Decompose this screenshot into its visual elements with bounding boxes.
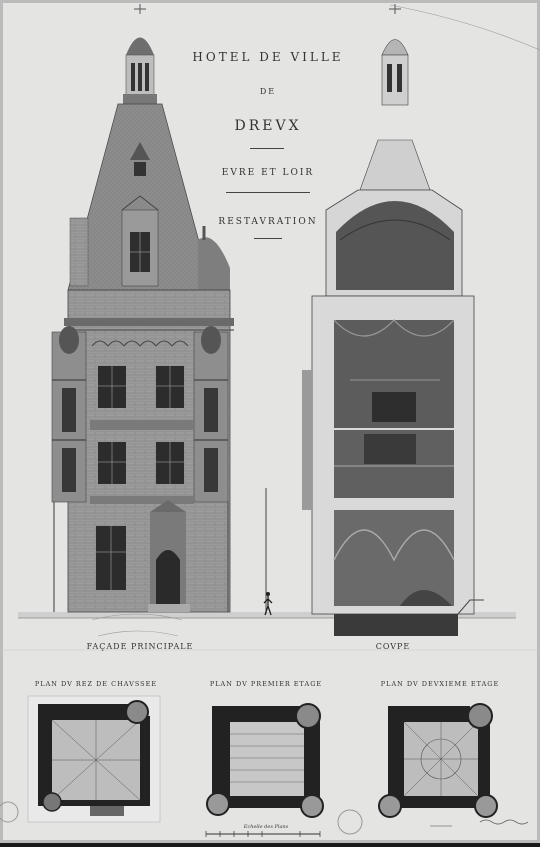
title-line-de: DE xyxy=(259,87,277,96)
plan-scale-bar xyxy=(205,831,321,837)
title-line-drevx: DREVX xyxy=(234,118,302,134)
title-rule-1 xyxy=(250,148,284,149)
caption-plan-ground: PLAN DV REZ DE CHAVSSEE xyxy=(34,680,158,688)
caption-plan-first: PLAN DV PREMIER ETAGE xyxy=(209,680,323,688)
human-figure xyxy=(263,488,273,616)
caption-plan-second: PLAN DV DEVXIEME ETAGE xyxy=(380,680,500,688)
plan-first-floor xyxy=(206,703,324,818)
title-rule-3 xyxy=(254,238,282,239)
signature-mark xyxy=(479,819,529,825)
title-line-restavration: RESTAVRATION xyxy=(218,217,318,227)
archive-stamp xyxy=(337,809,363,835)
facade-elevation xyxy=(18,4,516,637)
title-line-hotel-de-ville: HOTEL DE VILLE xyxy=(192,50,344,64)
scale-bar-label: Echelle des Plans xyxy=(243,824,289,830)
caption-facade: FAÇADE PRINCIPALE xyxy=(86,642,194,651)
plan-ground-floor xyxy=(27,695,161,823)
title-rule-2 xyxy=(226,192,310,193)
caption-section: COVPE xyxy=(375,642,411,651)
plan-second-floor xyxy=(378,703,498,818)
title-line-evre-et-loir: EVRE ET LOIR xyxy=(221,168,315,178)
section-cut xyxy=(302,4,484,636)
